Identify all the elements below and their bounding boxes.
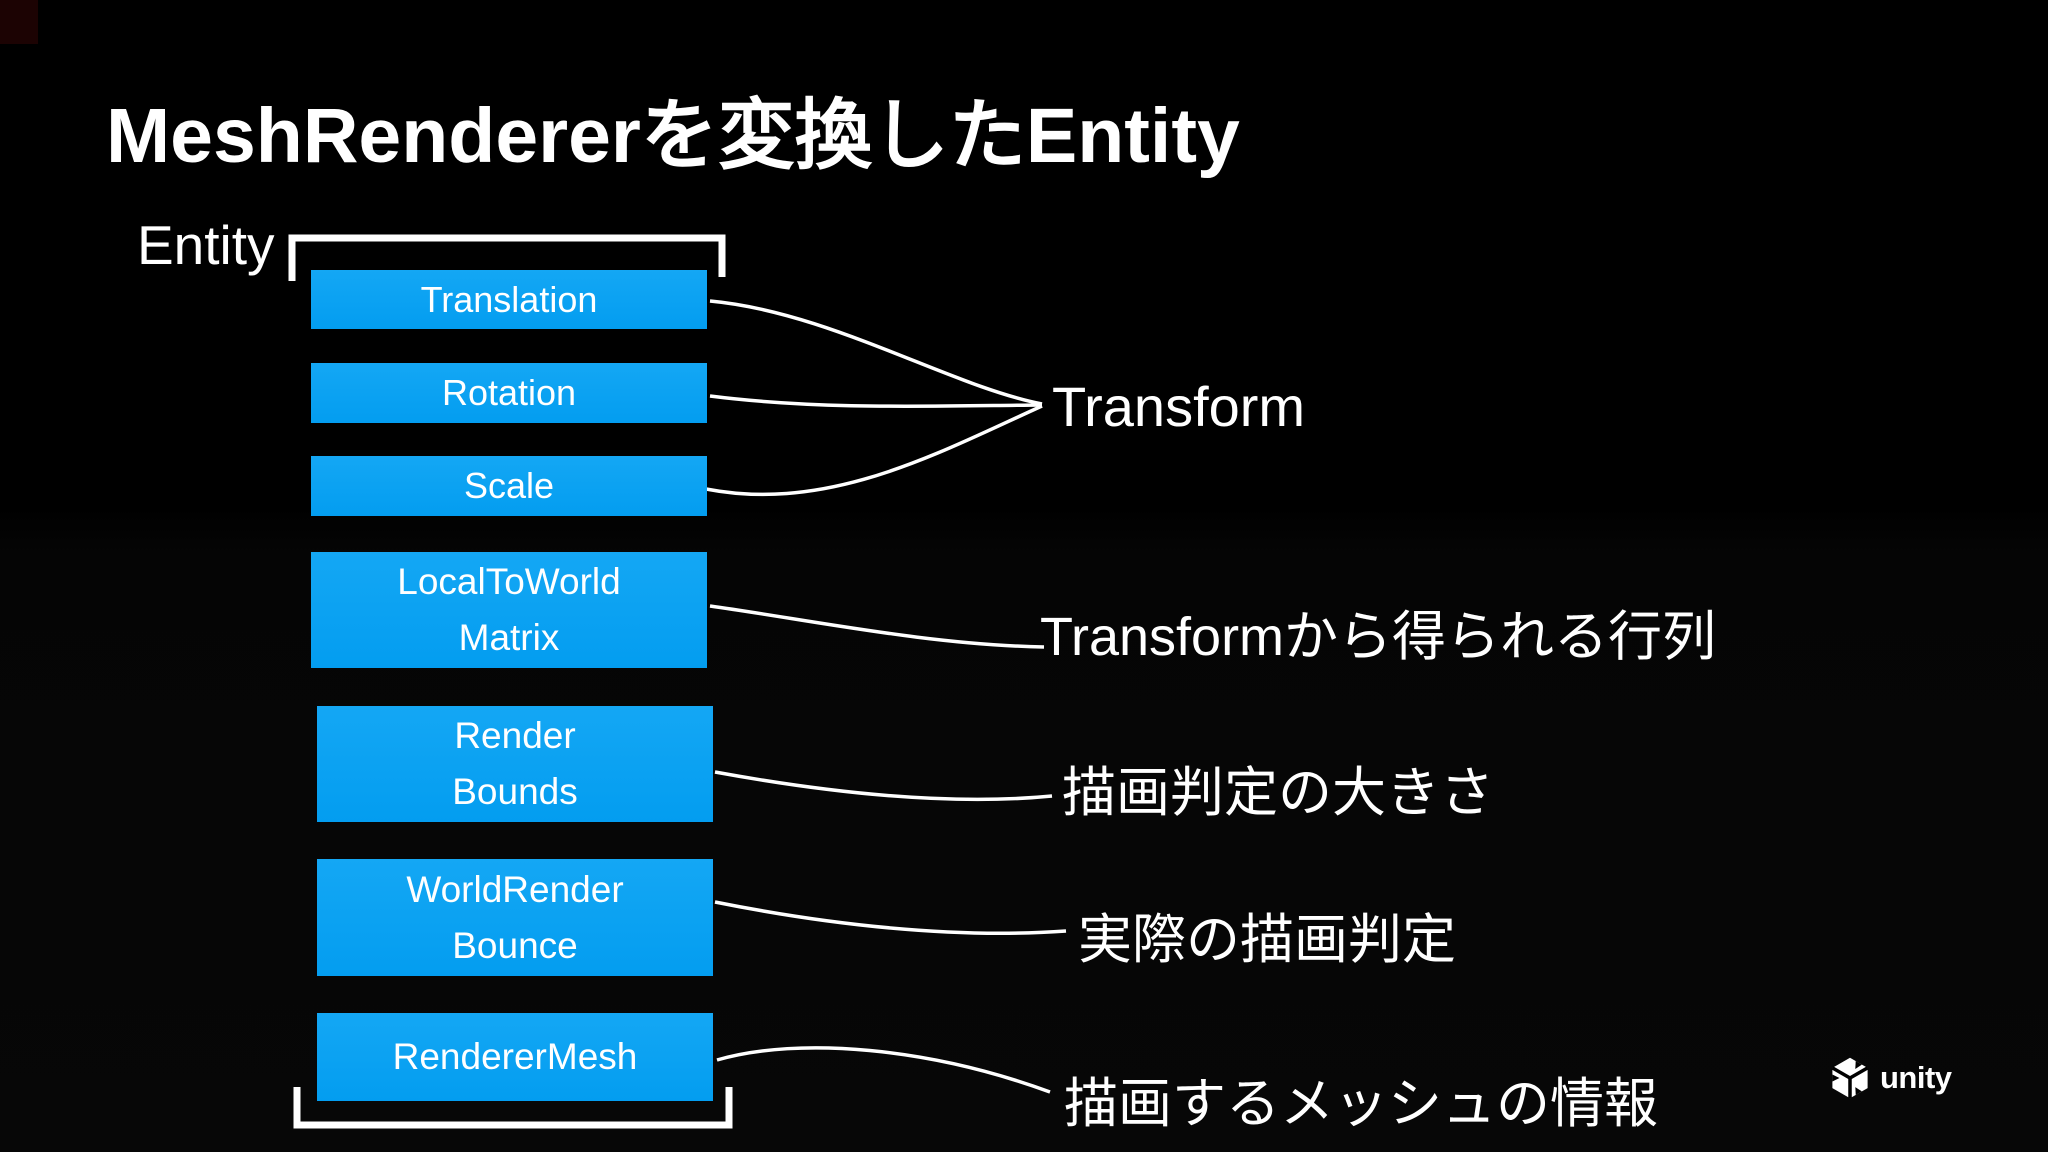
annotation-actual-culling: 実際の描画判定: [1078, 910, 1456, 970]
entity-label: Entity: [137, 214, 275, 276]
component-label: Render Bounds: [452, 715, 578, 812]
connector-renderermesh-annotation: [716, 1046, 1051, 1094]
connector-renderbounds-annotation: [714, 770, 1053, 802]
unity-cube-icon: [1831, 1057, 1869, 1099]
connector-worldrender-annotation: [714, 900, 1067, 935]
annotation-mesh-info: 描画するメッシュの情報: [1064, 1074, 1658, 1134]
component-box-renderermesh: RendererMesh: [317, 1013, 713, 1101]
component-label: WorldRender Bounce: [406, 868, 624, 966]
component-box-worldrender-bounce: WorldRender Bounce: [317, 859, 713, 976]
connector-scale-transform: [705, 404, 1043, 497]
component-label: Translation: [420, 278, 598, 320]
component-box-render-bounds: Render Bounds: [317, 706, 713, 822]
component-box-translation: Translation: [311, 270, 707, 329]
component-label: RendererMesh: [392, 1035, 638, 1077]
component-box-localtoworld-matrix: LocalToWorld Matrix: [311, 552, 707, 668]
connector-translation-transform: [709, 299, 1043, 406]
component-label: Rotation: [441, 372, 577, 414]
unity-logo-text: unity: [1880, 1060, 1952, 1095]
component-box-scale: Scale: [311, 456, 707, 516]
annotation-transform: Transform: [1052, 375, 1306, 438]
annotation-matrix-from-transform: Transformから得られる行列: [1040, 607, 1717, 667]
screen-corner-artifact: [0, 0, 38, 44]
slide-title: MeshRendererを変換したEntity: [106, 93, 1240, 179]
connector-rotation-transform: [709, 394, 1043, 409]
component-label: Scale: [463, 465, 555, 507]
annotation-culling-size: 描画判定の大きさ: [1062, 763, 1494, 823]
unity-logo: unity: [1828, 1054, 1988, 1102]
connector-localtoworld-annotation: [709, 604, 1045, 649]
component-label: LocalToWorld Matrix: [397, 561, 621, 658]
component-box-rotation: Rotation: [311, 363, 707, 423]
